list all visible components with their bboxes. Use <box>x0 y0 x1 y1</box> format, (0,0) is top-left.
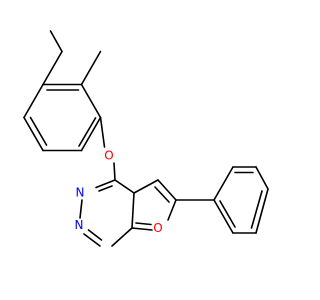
bond <box>95 179 116 189</box>
methyl-groups <box>42 30 102 86</box>
bond-methyl <box>42 50 63 86</box>
bond <box>23 116 44 152</box>
bond <box>83 233 101 247</box>
bond-double-inner <box>219 200 236 228</box>
bond <box>213 166 234 201</box>
bond-oxygen-pyrimidine <box>113 162 116 181</box>
bond <box>80 116 102 152</box>
bond <box>255 188 269 234</box>
molecule-canvas: O O N N <box>23 30 269 247</box>
bond-double-inner <box>250 190 263 229</box>
furan-ring <box>131 179 177 231</box>
atom-label-pyrimidine-nitrogen-upper: N <box>76 186 85 200</box>
bond-double-inner <box>87 229 103 241</box>
bond-double-inner <box>29 116 48 146</box>
atom-label-furan-oxygen: O <box>153 221 162 235</box>
bond <box>167 199 177 221</box>
molecule-structure: O O N N <box>23 30 269 247</box>
bond-aryl-oxygen <box>99 116 106 148</box>
atom-label-pyrimidine-nitrogen-lower: N <box>75 218 84 232</box>
bond-methyl <box>80 50 102 86</box>
bond <box>111 227 133 247</box>
ether-linkage <box>99 116 116 181</box>
phenyl-ring <box>175 166 269 234</box>
bond-double-inner <box>78 117 97 147</box>
bond <box>133 179 159 194</box>
bond-double-inner <box>135 222 152 226</box>
bond-double-inner <box>98 185 113 192</box>
bond <box>131 227 153 231</box>
bond-methyl <box>49 30 63 53</box>
dimethylphenyl-ring <box>23 83 102 152</box>
bond <box>157 179 177 201</box>
atom-label-ether-oxygen: O <box>104 149 113 163</box>
bond <box>131 192 135 229</box>
bond <box>80 83 102 119</box>
bond <box>23 83 44 119</box>
bond-double-inner <box>154 186 170 203</box>
bond <box>255 166 269 190</box>
bond <box>79 199 83 219</box>
bond <box>213 199 234 234</box>
pyrimidine-ring <box>79 179 135 247</box>
bond <box>114 179 135 194</box>
